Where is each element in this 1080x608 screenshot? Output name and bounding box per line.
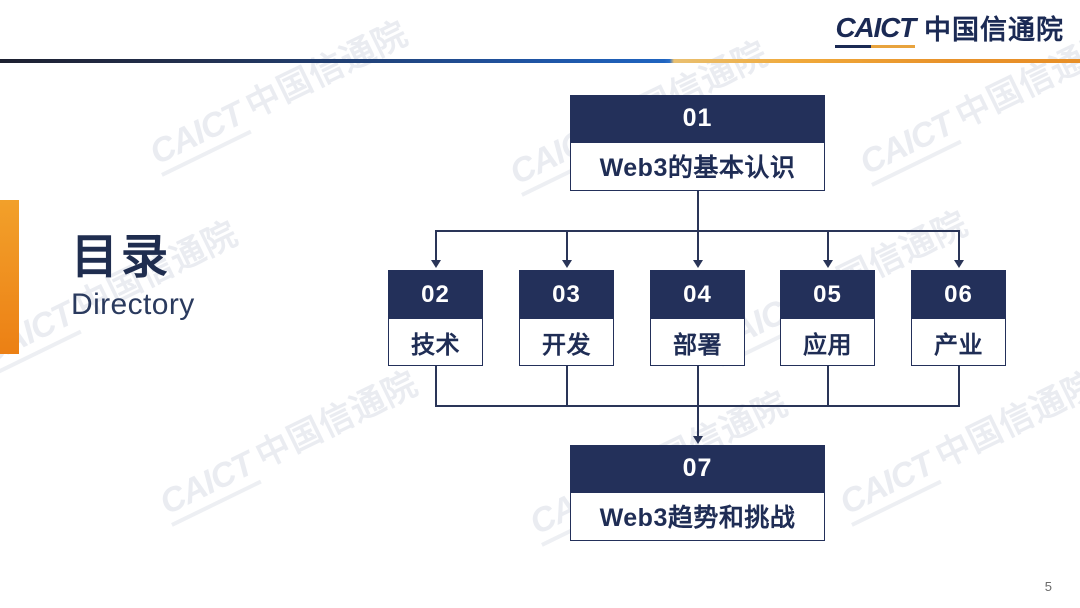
logo-en-wrap: CAICT: [835, 12, 916, 48]
node-label: Web3趋势和挑战: [570, 492, 825, 541]
connector-drop-04: [697, 230, 699, 261]
connector-footer-trunk: [697, 405, 699, 437]
node-number: 04: [650, 270, 745, 320]
logo-cn-text: 中国信通院: [924, 15, 1064, 45]
arrow-down-02: [431, 260, 441, 268]
node-number: 01: [570, 95, 825, 143]
page-number: 5: [1044, 579, 1052, 594]
connector-drop-05: [827, 230, 829, 261]
connector-riser-05: [827, 366, 829, 406]
diagram-node-05[interactable]: 05 应用: [780, 270, 875, 366]
node-label: 产业: [911, 319, 1006, 366]
logo-underline: [835, 45, 915, 48]
connector-riser-02: [435, 366, 437, 406]
diagram-node-06[interactable]: 06 产业: [911, 270, 1006, 366]
node-number: 06: [911, 270, 1006, 320]
diagram-node-03[interactable]: 03 开发: [519, 270, 614, 366]
node-label: 应用: [780, 319, 875, 366]
node-label: Web3的基本认识: [570, 142, 825, 191]
connector-riser-06: [958, 366, 960, 406]
connector-drop-02: [435, 230, 437, 261]
arrow-down-07: [693, 436, 703, 444]
connector-drop-03: [566, 230, 568, 261]
page-title-cn: 目录: [71, 230, 171, 283]
node-number: 02: [388, 270, 483, 320]
arrow-down-03: [562, 260, 572, 268]
node-label: 技术: [388, 319, 483, 366]
page-title-en: Directory: [71, 287, 195, 321]
diagram-node-02[interactable]: 02 技术: [388, 270, 483, 366]
node-number: 07: [570, 445, 825, 493]
diagram-node-07[interactable]: 07 Web3趋势和挑战: [570, 445, 825, 541]
logo-en-text: CAICT: [835, 12, 916, 43]
arrow-down-06: [954, 260, 964, 268]
connector-root-trunk: [697, 191, 699, 231]
node-label: 开发: [519, 319, 614, 366]
orange-accent-bar: [0, 200, 19, 354]
caict-logo: CAICT 中国信通院: [835, 14, 1064, 48]
arrow-down-04: [693, 260, 703, 268]
header-divider-rule: [0, 59, 1080, 63]
node-number: 05: [780, 270, 875, 320]
connector-riser-03: [566, 366, 568, 406]
connector-drop-06: [958, 230, 960, 261]
page-title: 目录 Directory: [71, 232, 195, 322]
connector-riser-04: [697, 366, 699, 406]
node-label: 部署: [650, 319, 745, 366]
diagram-node-01[interactable]: 01 Web3的基本认识: [570, 95, 825, 191]
node-number: 03: [519, 270, 614, 320]
arrow-down-05: [823, 260, 833, 268]
diagram-node-04[interactable]: 04 部署: [650, 270, 745, 366]
